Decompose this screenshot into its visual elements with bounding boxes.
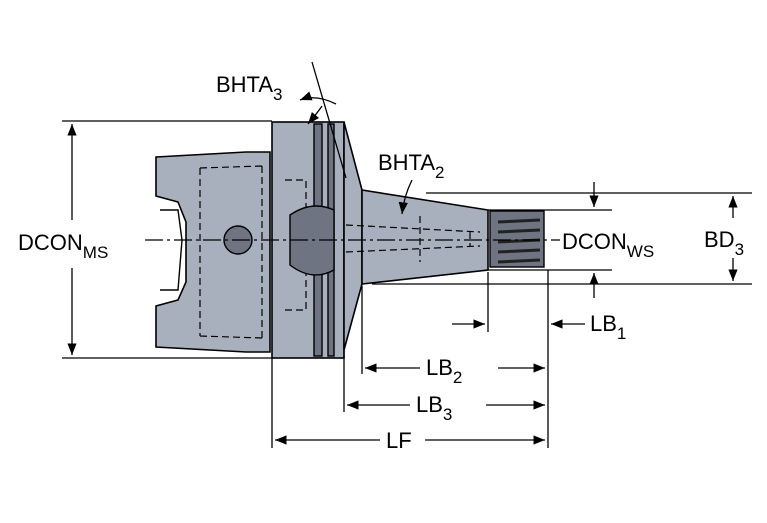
label-lb1: LB1 (590, 311, 626, 343)
label-lf: LF (386, 428, 412, 453)
label-bhta2: BHTA2 (378, 150, 445, 182)
taper-neck (361, 189, 489, 285)
flange-chamfer (343, 121, 363, 351)
dimension-lines (62, 61, 752, 448)
machine-side-shank (155, 151, 271, 353)
collet-thread (497, 218, 541, 264)
label-dcon-ms: DCONMS (18, 230, 108, 262)
label-bd3: BD3 (704, 227, 744, 259)
label-bhta3: BHTA3 (216, 72, 283, 104)
label-dcon-ws: DCONWS (562, 229, 654, 261)
label-lb3: LB3 (416, 392, 452, 424)
label-lb2: LB2 (426, 355, 462, 387)
hidden-bore (199, 165, 481, 339)
